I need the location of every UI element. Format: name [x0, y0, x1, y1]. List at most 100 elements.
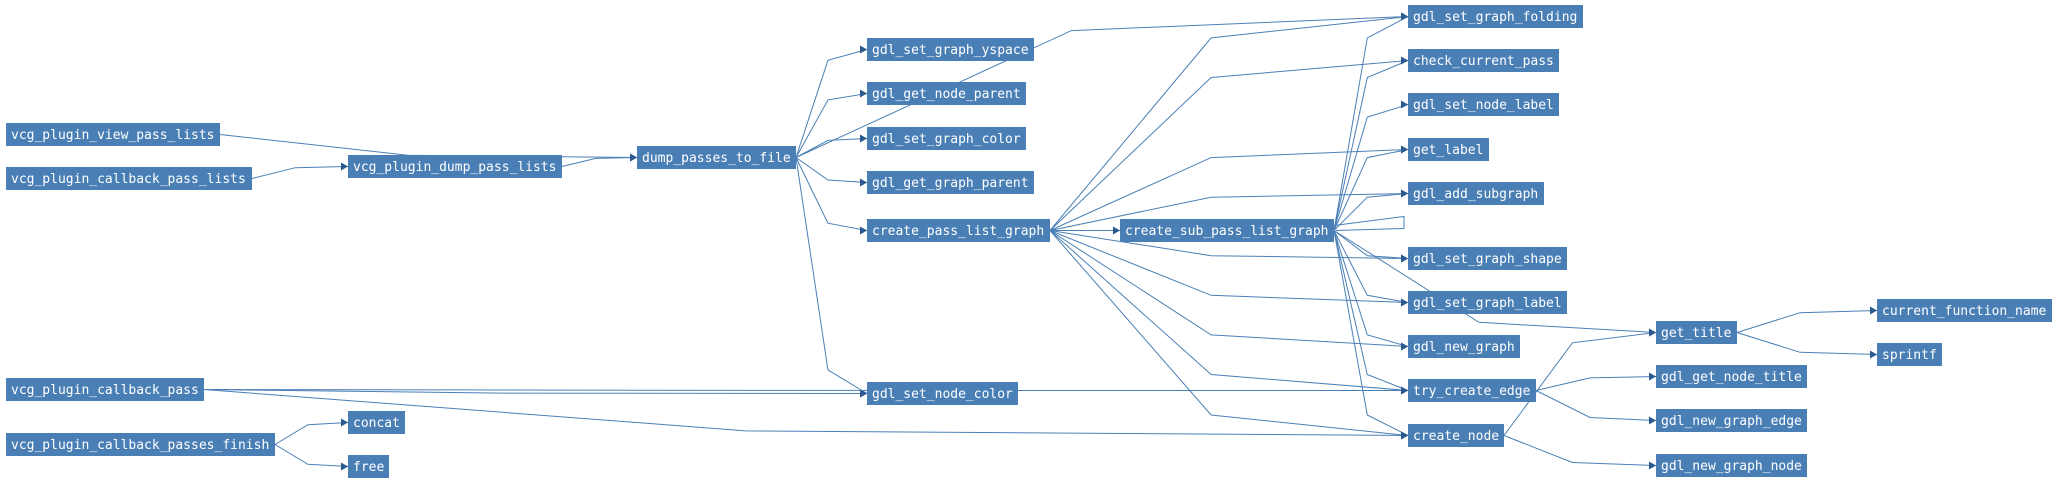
node-box[interactable]: [1408, 138, 1489, 161]
node-gdl-get-graph-parent[interactable]: gdl_get_graph_parent: [867, 171, 1034, 194]
node-box[interactable]: [348, 155, 562, 178]
node-label: gdl_new_graph_edge: [1661, 414, 1802, 429]
node-gdl-set-graph-yspace[interactable]: gdl_set_graph_yspace: [867, 38, 1034, 61]
edge-create-pass-list-graph-to-gdl-add-subgraph: [1049, 193, 1409, 231]
node-gdl-get-node-title[interactable]: gdl_get_node_title: [1656, 365, 1807, 388]
node-label: create_sub_pass_list_graph: [1125, 224, 1329, 239]
edge-arrowhead: [1401, 100, 1408, 109]
edge-dump-passes-to-file-to-gdl-set-graph-yspace: [795, 49, 868, 158]
node-box[interactable]: [867, 171, 1034, 194]
edge-arrowhead: [1401, 56, 1408, 65]
node-box[interactable]: [1656, 365, 1807, 388]
node-box[interactable]: [1408, 424, 1504, 447]
node-label: get_title: [1661, 326, 1732, 341]
node-gdl-new-graph[interactable]: gdl_new_graph: [1408, 335, 1520, 358]
edge-arrowhead: [860, 45, 867, 54]
node-box[interactable]: [867, 127, 1026, 150]
node-vcg-plugin-callback-passes-finish[interactable]: vcg_plugin_callback_passes_finish: [6, 433, 275, 456]
node-create-pass-list-graph[interactable]: create_pass_list_graph: [867, 219, 1050, 242]
edge-create-sub-pass-list-graph-to-get-label: [1333, 149, 1409, 231]
node-label: get_label: [1413, 143, 1483, 158]
edge-arrowhead: [1401, 189, 1408, 198]
node-get-title[interactable]: get_title: [1656, 321, 1737, 344]
node-label: gdl_add_subgraph: [1413, 187, 1538, 202]
node-box[interactable]: [1408, 182, 1544, 205]
edge-arrowhead: [1401, 342, 1408, 351]
node-gdl-new-graph-node[interactable]: gdl_new_graph_node: [1656, 454, 1807, 477]
node-gdl-get-node-parent[interactable]: gdl_get_node_parent: [867, 82, 1026, 105]
node-box[interactable]: [1408, 49, 1559, 72]
edge-create-pass-list-graph-to-create-node: [1049, 230, 1409, 436]
edge-vcg-plugin-callback-pass-to-try-create-edge: [203, 389, 1409, 391]
node-box[interactable]: [6, 378, 204, 401]
node-box[interactable]: [867, 219, 1050, 242]
node-label: gdl_new_graph_node: [1661, 459, 1802, 474]
node-box[interactable]: [6, 167, 252, 190]
node-vcg-plugin-callback-pass[interactable]: vcg_plugin_callback_pass: [6, 378, 204, 401]
node-box[interactable]: [1408, 93, 1559, 116]
edge-create-sub-pass-list-graph-to-gdl-set-graph-label: [1333, 230, 1409, 303]
node-box[interactable]: [1656, 321, 1737, 344]
edge-create-pass-list-graph-to-gdl-set-graph-label: [1049, 230, 1409, 303]
node-box[interactable]: [1408, 247, 1567, 270]
node-label: sprintf: [1882, 348, 1937, 363]
node-concat[interactable]: concat: [348, 411, 405, 434]
node-gdl-set-graph-folding[interactable]: gdl_set_graph_folding: [1408, 5, 1583, 28]
node-box[interactable]: [1877, 343, 1942, 366]
node-box[interactable]: [1120, 219, 1334, 242]
node-vcg-plugin-view-pass-lists[interactable]: vcg_plugin_view_pass_lists: [6, 123, 220, 146]
node-label: gdl_new_graph: [1413, 340, 1515, 355]
node-vcg-plugin-dump-pass-lists[interactable]: vcg_plugin_dump_pass_lists: [348, 155, 562, 178]
node-gdl-set-graph-label[interactable]: gdl_set_graph_label: [1408, 291, 1567, 314]
node-box[interactable]: [1408, 335, 1520, 358]
edge-create-sub-pass-list-graph-to-gdl-set-node-label: [1333, 104, 1409, 231]
node-box[interactable]: [1408, 291, 1567, 314]
node-label: gdl_set_graph_shape: [1413, 252, 1562, 267]
edge-create-pass-list-graph-to-gdl-new-graph: [1049, 230, 1409, 347]
node-box[interactable]: [348, 411, 405, 434]
node-label: free: [353, 460, 384, 475]
node-label: create_pass_list_graph: [872, 224, 1044, 239]
node-gdl-set-graph-color[interactable]: gdl_set_graph_color: [867, 127, 1026, 150]
node-box[interactable]: [1877, 299, 2052, 322]
node-label: gdl_get_node_parent: [872, 87, 1021, 102]
node-box[interactable]: [6, 433, 275, 456]
node-label: vcg_plugin_callback_pass_lists: [11, 172, 246, 187]
node-gdl-set-graph-shape[interactable]: gdl_set_graph_shape: [1408, 247, 1567, 270]
node-sprintf[interactable]: sprintf: [1877, 343, 1942, 366]
edge-dump-passes-to-file-to-create-pass-list-graph: [795, 157, 868, 231]
node-box[interactable]: [1408, 379, 1536, 402]
node-free[interactable]: free: [348, 455, 389, 478]
node-box[interactable]: [867, 82, 1026, 105]
node-gdl-add-subgraph[interactable]: gdl_add_subgraph: [1408, 182, 1544, 205]
node-gdl-set-node-label[interactable]: gdl_set_node_label: [1408, 93, 1559, 116]
node-box[interactable]: [6, 123, 220, 146]
node-box[interactable]: [1656, 454, 1807, 477]
edge-vcg-plugin-dump-pass-lists-to-dump-passes-to-file: [561, 157, 638, 167]
node-label: gdl_set_node_label: [1413, 98, 1554, 113]
node-gdl-new-graph-edge[interactable]: gdl_new_graph_edge: [1656, 409, 1807, 432]
node-vcg-plugin-callback-pass-lists[interactable]: vcg_plugin_callback_pass_lists: [6, 167, 252, 190]
node-box[interactable]: [637, 146, 796, 169]
node-check-current-pass[interactable]: check_current_pass: [1408, 49, 1559, 72]
node-current-function-name[interactable]: current_function_name: [1877, 299, 2052, 322]
node-box[interactable]: [867, 382, 1018, 405]
node-box[interactable]: [348, 455, 389, 478]
node-box[interactable]: [867, 38, 1034, 61]
edge-try-create-edge-to-gdl-new-graph-edge: [1535, 390, 1657, 421]
edge-arrowhead: [860, 134, 867, 143]
edge-try-create-edge-to-gdl-get-node-title: [1535, 376, 1657, 391]
edge-create-node-to-gdl-new-graph-node: [1503, 435, 1657, 466]
node-get-label[interactable]: get_label: [1408, 138, 1489, 161]
edge-arrowhead: [1870, 306, 1877, 315]
node-create-sub-pass-list-graph[interactable]: create_sub_pass_list_graph: [1120, 219, 1334, 242]
node-layer: vcg_plugin_view_pass_lists vcg_plugin_cal…: [6, 5, 2052, 478]
node-box[interactable]: [1656, 409, 1807, 432]
node-box[interactable]: [1408, 5, 1583, 28]
node-try-create-edge[interactable]: try_create_edge: [1408, 379, 1536, 402]
node-gdl-set-node-color[interactable]: gdl_set_node_color: [867, 382, 1018, 405]
edge-vcg-plugin-callback-pass-to-gdl-set-node-color: [203, 389, 868, 394]
node-label: gdl_set_graph_folding: [1413, 10, 1577, 25]
node-dump-passes-to-file[interactable]: dump_passes_to_file: [637, 146, 796, 169]
node-create-node[interactable]: create_node: [1408, 424, 1504, 447]
